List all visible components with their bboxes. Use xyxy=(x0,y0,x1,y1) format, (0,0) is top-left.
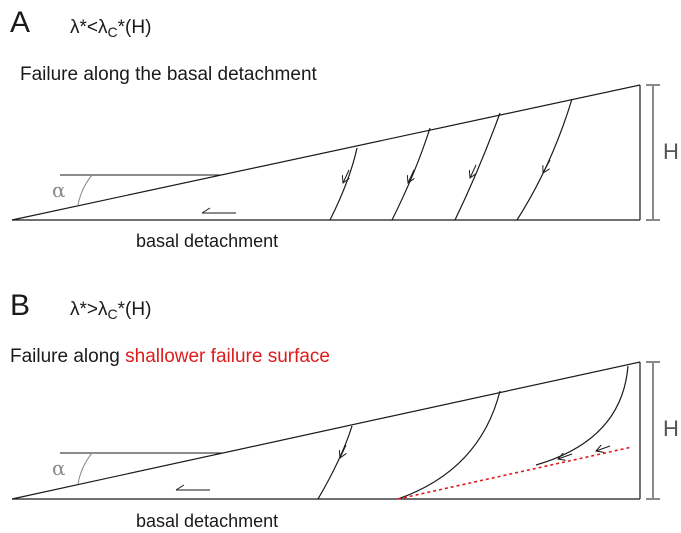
panel-a-slip-arrow-1 xyxy=(343,169,349,183)
condition-suffix: *(H) xyxy=(117,17,152,38)
lambda-c: λ xyxy=(98,17,108,38)
panel-b-fault-1 xyxy=(317,425,353,500)
panel-a-height-label: H xyxy=(663,139,679,164)
condition-suffix: *(H) xyxy=(117,299,152,320)
panel-b-wedge xyxy=(11,361,660,500)
panel-a-fault-4 xyxy=(516,98,573,221)
lambda-c-subscript: C xyxy=(107,24,118,40)
panel-a-fault-3 xyxy=(454,112,501,221)
panel-b-fault-3 xyxy=(535,365,629,466)
lambda-star: λ* xyxy=(70,299,87,320)
lambda-c-subscript: C xyxy=(107,306,118,322)
panel-a-heading: Failure along the basal detachment xyxy=(20,64,317,85)
panel-b-letter: B xyxy=(10,289,31,322)
heading-prefix: Failure along xyxy=(10,346,126,367)
panel-b-fault-2 xyxy=(397,390,501,500)
relation-symbol: < xyxy=(86,17,99,38)
panel-a-slip-arrow-4 xyxy=(543,159,551,173)
panel-a-angle-arc xyxy=(77,174,93,206)
panel-a-wedge xyxy=(11,84,660,221)
panel-a-angle-label: α xyxy=(52,178,66,202)
panel-b-angle-label: α xyxy=(52,456,66,480)
panel-a-slip-arrow-3 xyxy=(470,164,476,178)
panel-b-slip-arrow-3 xyxy=(596,446,611,451)
panel-b-slip-arrow-1 xyxy=(340,444,346,458)
panel-a-fault-2 xyxy=(391,127,431,221)
heading-highlight: shallower failure surface xyxy=(125,346,330,367)
panel-a-base-label: basal detachment xyxy=(136,231,279,251)
panel-a-basal-arrow-head xyxy=(201,207,211,214)
panel-a-letter: A xyxy=(10,6,31,39)
panel-a-surface-line xyxy=(11,84,641,221)
lambda-c: λ xyxy=(98,299,108,320)
panel-b-height-label: H xyxy=(663,416,679,441)
panel-b-heading: Failure along shallower failure surface xyxy=(10,347,330,366)
lambda-star: λ* xyxy=(70,17,87,38)
panel-b-base-label: basal detachment xyxy=(136,511,279,531)
panel-a-condition: λ*<λC*(H) xyxy=(70,17,152,40)
panel-b-basal-arrow-head xyxy=(175,484,185,491)
panel-b-condition: λ*>λC*(H) xyxy=(70,299,152,322)
relation-symbol: > xyxy=(86,299,99,320)
panel-b-shallow-failure-surface xyxy=(397,446,633,500)
panel-b-angle-arc xyxy=(77,452,93,485)
panel-b-surface-line xyxy=(11,361,641,500)
panel-b-slip-arrow-2 xyxy=(558,454,573,459)
panel-a-slip-arrow-2 xyxy=(408,169,414,183)
panel-a-fault-1 xyxy=(329,147,358,221)
